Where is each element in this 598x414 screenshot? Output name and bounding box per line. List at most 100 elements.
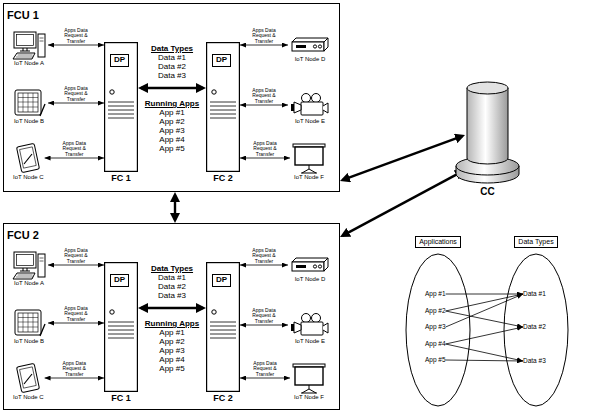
request-arrow (446, 311, 523, 327)
request-arrow (240, 378, 290, 379)
drawing-part (16, 55, 33, 57)
iot-node: IoT Node F (290, 142, 328, 181)
node-label: CC (480, 186, 494, 198)
device-icon (13, 142, 43, 174)
device-icon (291, 142, 327, 174)
edge-label: Apps Data Request & Transfer (56, 28, 96, 45)
node-label: FCU 2 (7, 229, 39, 242)
drawing-part (301, 165, 317, 173)
edge-label: Apps Data Request & Transfer (56, 86, 96, 103)
drawing-part (17, 363, 40, 392)
drawing-part (40, 104, 45, 116)
request-arrow (48, 45, 104, 46)
drawing-part (212, 310, 216, 314)
node-label: IoT Node E (295, 118, 325, 125)
drawing-part (467, 82, 508, 94)
request-arrow (240, 158, 290, 159)
drawing-part (20, 268, 30, 271)
fog-computing-unit: FCU 2IoT Node AIoT Node BIoT Node CFC 1D… (3, 223, 340, 410)
drawing-part (108, 102, 134, 118)
drawing-part (207, 263, 240, 392)
node-label: IoT Node F (294, 394, 324, 401)
edge-label: Apps Data Request & Transfer (244, 88, 284, 105)
device-icon (289, 34, 331, 56)
list-item: App #1 (140, 108, 204, 117)
drawing-part (15, 90, 41, 115)
request-arrow (48, 323, 104, 324)
node-label: FC 1 (111, 173, 131, 183)
node-label: App #5 (425, 356, 446, 363)
drawing-part (302, 94, 311, 103)
list-item: App #5 (140, 364, 204, 373)
list-heading: Running Apps (140, 99, 204, 108)
drawing-part (13, 273, 35, 279)
drawing-part (291, 104, 294, 111)
request-arrow (446, 294, 523, 295)
edge-label: Apps Data Request & Transfer (244, 308, 284, 325)
node-label: DP (114, 276, 125, 285)
device-icon (289, 254, 331, 276)
drawing-part (14, 32, 36, 48)
node-label: IoT Node F (294, 174, 324, 181)
request-arrow (446, 294, 523, 311)
edge-label: Apps Data Request & Transfer (245, 361, 285, 378)
drawing-part (17, 143, 40, 172)
request-arrow (446, 344, 523, 361)
set-item: App #4 (425, 340, 446, 347)
iot-node: IoT Node E (288, 92, 332, 125)
iot-node: IoT Node B (10, 88, 48, 125)
set-item: Data #1 (523, 290, 546, 297)
drawing-part (313, 265, 316, 268)
drawing-part (110, 90, 114, 94)
drawing-part (38, 254, 45, 277)
drawing-part (312, 94, 321, 103)
iot-node: IoT Node B (10, 308, 48, 345)
node-label: App #3 (425, 323, 446, 330)
request-arrow (240, 265, 288, 266)
iot-node: IoT Node E (288, 312, 332, 345)
drawing-part (323, 103, 328, 113)
set-item: App #3 (425, 323, 446, 330)
dp-box: DP (110, 274, 129, 287)
set-item: Data #2 (523, 323, 546, 330)
list-item: App #2 (140, 117, 204, 126)
request-arrow (446, 327, 523, 344)
edge-label: Apps Data Request & Transfer (54, 141, 94, 158)
fog-computer: FC 1 DP (104, 42, 138, 183)
list-heading: Running Apps (140, 319, 204, 328)
drawing-part (292, 42, 324, 51)
node-label: IoT Node E (295, 338, 325, 345)
drawing-part (312, 314, 321, 323)
list-item: Data #3 (140, 291, 204, 300)
node-label: App #4 (425, 340, 446, 347)
node-label: FC 1 (111, 393, 131, 403)
list-heading: Data Types (140, 44, 204, 53)
device-icon (289, 92, 331, 118)
list-item: Data #2 (140, 282, 204, 291)
drawing-part (18, 93, 38, 112)
edge-label: Apps Data Request & Transfer (244, 28, 284, 45)
data-app-column: Data TypesData #1Data #2Data #3Running A… (140, 264, 204, 373)
iot-node: IoT Node C (12, 362, 45, 401)
node-label: Data #3 (523, 357, 546, 364)
list-item: App #3 (140, 126, 204, 135)
dp-box: DP (110, 54, 129, 67)
node-label: DP (114, 56, 125, 65)
drawing-part (18, 313, 38, 332)
cloud-cylinder (465, 80, 510, 185)
drawing-part (20, 48, 30, 51)
set-item: App #5 (425, 356, 446, 363)
device-icon (13, 362, 43, 394)
set-item: App #1 (425, 290, 446, 297)
dp-box: DP (212, 54, 231, 67)
drawing-part (38, 34, 45, 57)
edge-label: Apps Data Request & Transfer (56, 248, 96, 265)
drawing-part (105, 263, 138, 392)
iot-node: IoT Node D (288, 34, 332, 63)
drawing-part (292, 262, 324, 271)
request-arrow (45, 158, 104, 159)
drawing-part (301, 322, 323, 335)
list-item: App #4 (140, 135, 204, 144)
